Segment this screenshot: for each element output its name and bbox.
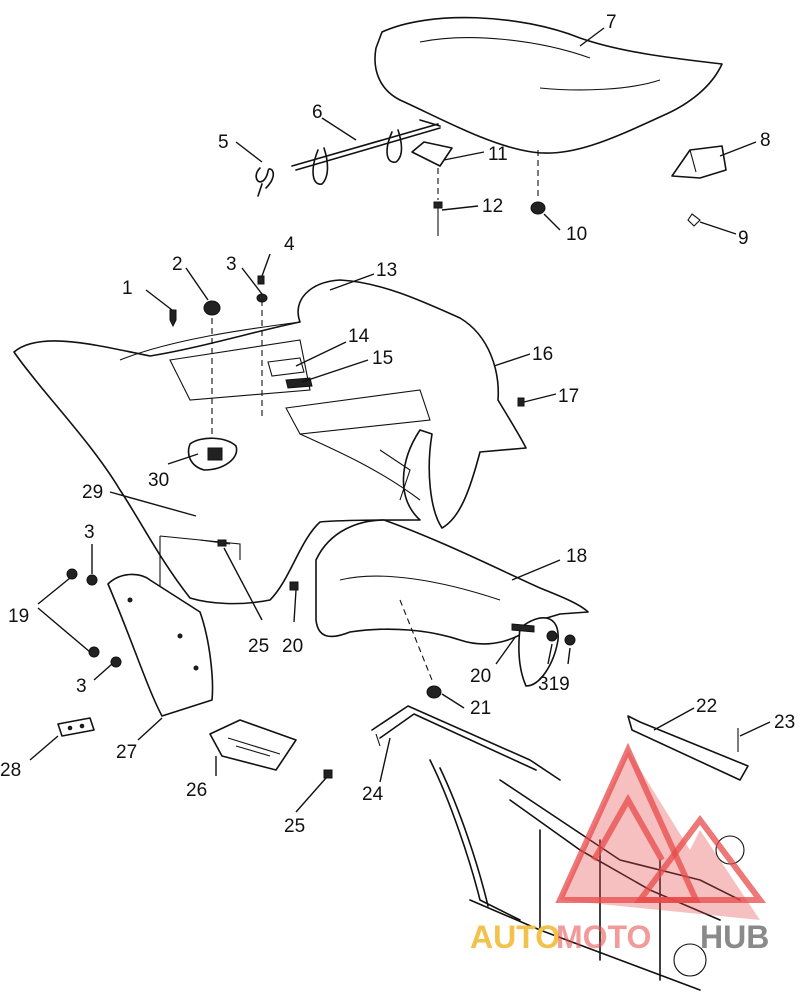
callout-12: 12 (482, 196, 503, 217)
callout-21: 21 (470, 698, 491, 719)
watermark-logo: AUTO MOTO HUB (470, 742, 769, 955)
callout-18: 18 (566, 546, 587, 567)
callout-10: 10 (566, 224, 587, 245)
latch-rod-part-6 (291, 119, 441, 185)
callout-14: 14 (348, 326, 370, 347)
latch-part-14 (267, 357, 305, 377)
leader-lines (29, 27, 771, 813)
washer-part-3-left (86, 574, 122, 668)
bracket-part-8 (671, 145, 727, 179)
heel-guard-part-26 (209, 719, 297, 771)
callout-11: 11 (488, 144, 508, 165)
grommet-part-10 (530, 150, 546, 215)
callout-4: 4 (284, 234, 295, 255)
callout-9: 9 (738, 228, 749, 249)
seat-part-7 (374, 16, 723, 154)
frame-part-24 (371, 705, 745, 991)
watermark-text-moto: MOTO (556, 919, 651, 955)
callout-22: 22 (696, 696, 717, 717)
bolt-part-19-left (66, 568, 100, 658)
callout-2: 2 (172, 254, 183, 275)
callout-28: 28 (0, 760, 21, 781)
plate-part-28 (57, 717, 95, 737)
callout-24: 24 (362, 784, 384, 805)
callout-29: 29 (82, 482, 103, 503)
callout-17: 17 (558, 386, 579, 407)
callout-3-19-right: 319 (538, 674, 570, 695)
callout-5: 5 (218, 132, 229, 153)
spacer-part-21 (399, 599, 442, 699)
callout-23: 23 (774, 712, 795, 733)
callout-30: 30 (148, 470, 169, 491)
rear-fender-part-13 (13, 279, 527, 605)
callout-26: 26 (186, 780, 207, 801)
callout-3-left-top: 3 (84, 522, 95, 543)
spring-part-5 (255, 167, 275, 197)
callout-13: 13 (376, 260, 397, 281)
callout-20-right: 20 (470, 666, 491, 687)
fasteners-part-3-19-right (546, 630, 576, 646)
callout-1: 1 (122, 278, 133, 299)
callout-25-bottom: 25 (284, 816, 305, 837)
callout-20-left: 20 (282, 636, 303, 657)
callout-8: 8 (760, 130, 771, 151)
footrest-panel-part-18 (315, 519, 589, 687)
callout-labels: 1 2 3 4 5 6 7 8 9 10 11 12 13 14 15 16 1… (0, 12, 795, 837)
screw-part-25 (199, 539, 333, 779)
callout-3-top: 3 (226, 254, 237, 275)
watermark-text-hub: HUB (700, 919, 769, 955)
bar-part-22 (627, 715, 749, 781)
callout-3-left-bottom: 3 (76, 676, 87, 697)
callout-27: 27 (116, 742, 137, 763)
screw-part-4 (257, 275, 265, 420)
screw-part-17 (517, 397, 525, 407)
bolt-part-1 (169, 309, 177, 328)
callout-15: 15 (372, 348, 393, 369)
screw-part-9 (687, 213, 701, 227)
bolt-part-20 (289, 581, 535, 633)
callout-16: 16 (532, 344, 553, 365)
watermark-text-auto: AUTO (470, 919, 560, 955)
callout-25-left: 25 (248, 636, 269, 657)
clip-part-30 (187, 437, 238, 471)
nut-part-2 (203, 300, 221, 440)
callout-6: 6 (312, 102, 323, 123)
callout-19-left: 19 (8, 606, 29, 627)
bolt-part-12 (433, 168, 443, 236)
plate-part-11 (411, 141, 453, 167)
mudflap-part-27 (107, 573, 214, 717)
callout-7: 7 (606, 12, 617, 33)
